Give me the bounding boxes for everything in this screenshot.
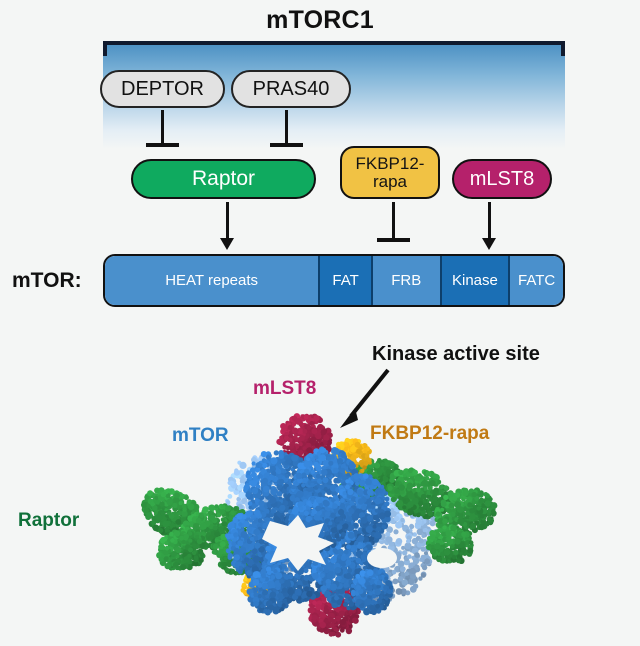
node-deptor[interactable]: DEPTOR [100, 70, 225, 108]
node-fkbp12-rapa-label-line2: rapa [372, 171, 408, 191]
mtor-domain-heat-repeats: HEAT repeats [105, 256, 321, 305]
kinase-active-site-annotation: Kinase active site [372, 343, 540, 365]
mtor-domain-fatc: FATC [510, 256, 563, 305]
mtor-domain-bar: HEAT repeats FAT FRB Kinase FATC [103, 254, 565, 307]
bracket-top [103, 41, 565, 45]
node-deptor-label: DEPTOR [121, 77, 204, 100]
mtor-domain-label: FAT [332, 272, 359, 289]
node-fkbp12-rapa[interactable]: FKBP12- rapa [340, 146, 440, 199]
mtorc1-structure-image [141, 413, 498, 638]
node-raptor[interactable]: Raptor [131, 159, 316, 199]
mtor-domain-fat: FAT [320, 256, 373, 305]
mtor-bar-label: mTOR: [12, 269, 82, 292]
bracket-left-tick [103, 41, 107, 56]
page-title: mTORC1 [266, 6, 374, 34]
mtor-domain-label: HEAT repeats [165, 272, 259, 289]
node-fkbp12-rapa-label-line1: FKBP12- [355, 153, 425, 173]
node-raptor-label: Raptor [191, 166, 256, 190]
node-pras40-label: PRAS40 [252, 77, 330, 100]
mtor-domain-kinase: Kinase [441, 256, 511, 305]
kinase-active-site-arrow-icon [340, 368, 390, 428]
mtor-domain-label: FRB [391, 272, 422, 289]
mtor-domain-label: Kinase [452, 272, 498, 289]
node-mlst8-label: mLST8 [469, 167, 535, 190]
structure-label-raptor: Raptor [18, 510, 80, 531]
structure-label-mlst8: mLST8 [253, 378, 317, 399]
mtor-domain-frb: FRB [372, 256, 442, 305]
structure-label-fkbp12-rapa: FKBP12-rapa [370, 423, 490, 444]
node-mlst8[interactable]: mLST8 [452, 159, 552, 199]
structure-label-mtor: mTOR [172, 425, 229, 446]
bracket-right-tick [561, 41, 565, 56]
node-pras40[interactable]: PRAS40 [231, 70, 351, 108]
mtor-domain-label: FATC [517, 272, 556, 289]
